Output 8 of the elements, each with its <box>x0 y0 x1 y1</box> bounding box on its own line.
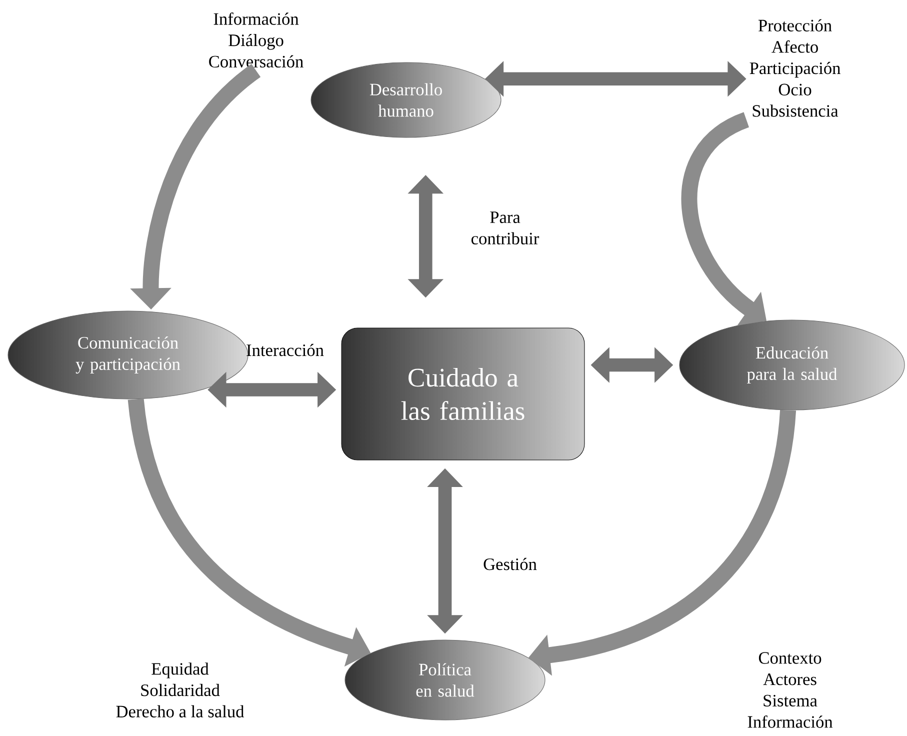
edge-label: Gestión <box>484 558 537 570</box>
edge-label: Interacción <box>246 344 324 356</box>
central-box: Cuidado a las familias <box>341 328 585 460</box>
word-list: Equidad Solidaridad Derecho a la salud <box>116 662 244 718</box>
word-list: Protección Afecto Participación Ocio Subsistencia <box>750 19 840 117</box>
word-list: Información Diálogo Conversación <box>209 12 304 68</box>
word-list: Contexto Actores Sistema Información <box>748 652 833 728</box>
edge-label: Para contribuir <box>472 212 540 244</box>
